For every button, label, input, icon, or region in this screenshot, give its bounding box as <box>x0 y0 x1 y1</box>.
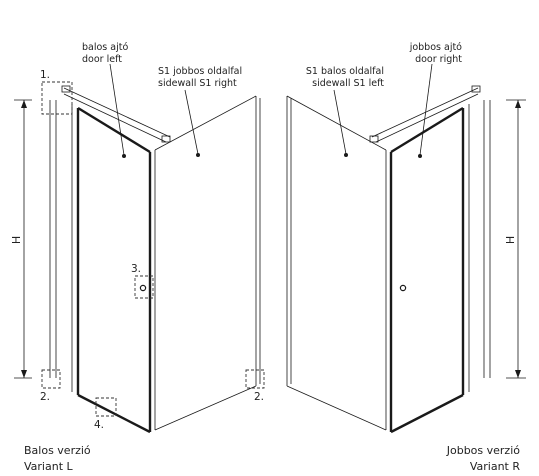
callout-2-b: 2. <box>254 391 264 403</box>
wall-profile-left <box>49 100 57 378</box>
caption-en-right: Variant R <box>470 460 521 473</box>
side-label-hu-left: S1 jobbos oldalfal <box>158 66 242 77</box>
height-label-right: H <box>504 236 517 244</box>
sidewall-panel-left-variant <box>154 95 261 431</box>
detail-box-2-left-a <box>41 369 61 389</box>
side-label-en-right: sidewall S1 left <box>312 78 384 89</box>
height-dimension-left <box>14 99 32 379</box>
callout-1: 1. <box>40 69 50 81</box>
stabilizer-bar-right <box>369 85 481 143</box>
door-label-en-right: door right <box>415 54 462 65</box>
detail-box-1-left <box>41 81 73 115</box>
callout-2-a: 2. <box>40 391 50 403</box>
height-label-left: H <box>10 236 23 244</box>
caption-hu-left: Balos verzió <box>24 444 91 457</box>
caption-hu-right: Jobbos verzió <box>446 444 521 457</box>
detail-box-4-left <box>95 397 117 417</box>
door-handle-right <box>399 284 407 292</box>
side-label-hu-right: S1 balos oldalfal <box>306 66 384 77</box>
variant-right-drawing: H S1 balos oldalfal sidewall S1 left job… <box>286 42 526 473</box>
callout-4: 4. <box>94 419 104 431</box>
door-label-en-left: door left <box>82 54 122 65</box>
detail-box-2-left-b <box>245 369 265 389</box>
door-panel-left <box>71 104 156 434</box>
door-panel-right <box>385 104 470 434</box>
height-dimension-right <box>506 99 526 379</box>
side-label-en-left: sidewall S1 right <box>158 78 237 89</box>
sidewall-panel-right-variant <box>286 95 387 431</box>
door-label-hu-left: balos ajtó <box>82 42 128 53</box>
door-handle-left <box>139 284 147 292</box>
stabilizer-bar-left <box>61 85 171 143</box>
caption-en-left: Variant L <box>24 460 74 473</box>
variant-left-drawing: H <box>10 42 265 473</box>
wall-profile-right <box>483 100 491 378</box>
callout-3: 3. <box>131 263 141 275</box>
door-label-hu-right: jobbos ajtó <box>409 42 462 53</box>
